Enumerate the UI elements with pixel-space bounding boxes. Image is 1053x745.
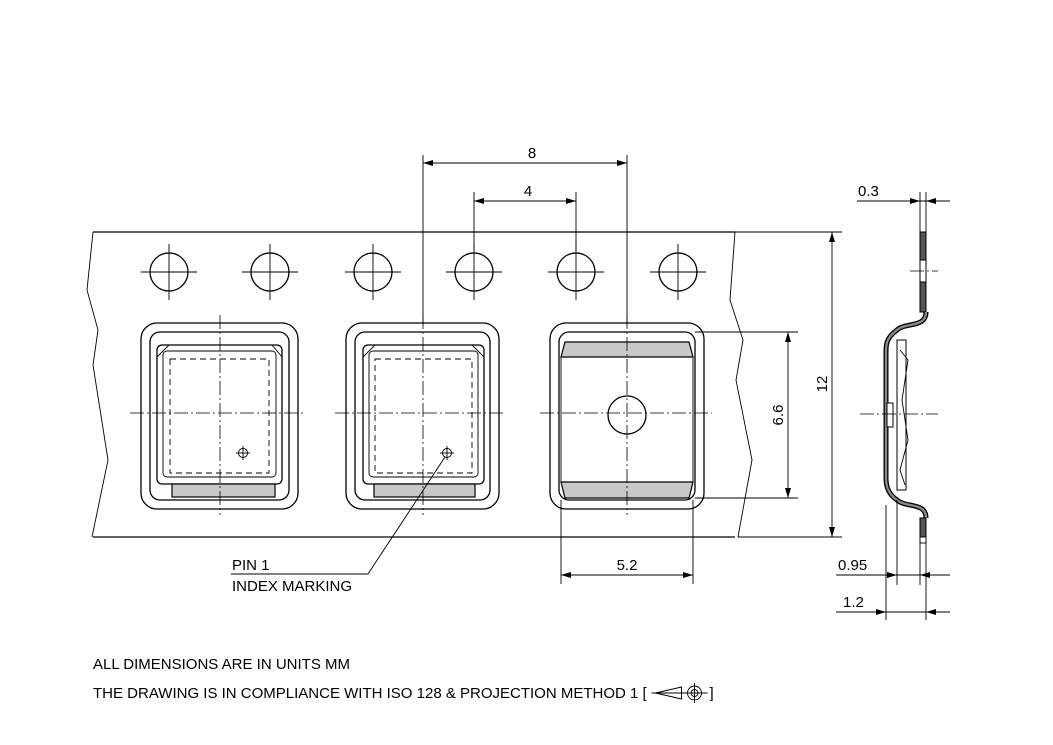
dim-thickness-pocket-label: 0.95: [838, 557, 867, 574]
side-view-cross-section: [836, 192, 950, 620]
sprocket-hole: [344, 243, 402, 301]
pin1-leader: [231, 456, 446, 575]
pin1-label-line2: INDEX MARKING: [232, 578, 352, 595]
carrier-tape: [86, 231, 753, 538]
compliance-note: THE DRAWING IS IN COMPLIANCE WITH ISO 12…: [93, 685, 648, 702]
sprocket-holes: [140, 243, 707, 301]
projection-symbol-icon: [651, 683, 708, 703]
dimension-tape-width: [735, 231, 842, 538]
pocket-with-component-1: [130, 315, 305, 515]
sprocket-hole: [445, 243, 503, 301]
dim-tape-width-label: 12: [814, 376, 831, 393]
dimension-hole-pitch: [473, 192, 577, 250]
dim-pitch-label: 8: [528, 145, 536, 162]
pocket-with-component-2: [335, 315, 505, 515]
dimension-pocket-height: [695, 331, 798, 499]
dimension-pocket-width: [560, 500, 694, 584]
sprocket-hole: [649, 243, 707, 301]
dimension-pitch: [422, 155, 628, 325]
dim-pocket-width-label: 5.2: [617, 557, 638, 574]
sprocket-hole: [547, 243, 605, 301]
compliance-note-bracket: ]: [710, 685, 714, 702]
dim-pocket-height-label: 6.6: [770, 405, 787, 426]
empty-pocket: [540, 315, 712, 515]
dim-thickness-top-label: 0.3: [858, 183, 879, 200]
pin1-label-line1: PIN 1: [232, 557, 270, 574]
sprocket-hole: [140, 243, 198, 301]
units-note: ALL DIMENSIONS ARE IN UNITS MM: [93, 656, 350, 673]
dim-thickness-total-label: 1.2: [843, 594, 864, 611]
dim-hole-pitch-label: 4: [524, 183, 532, 200]
sprocket-hole: [241, 243, 299, 301]
